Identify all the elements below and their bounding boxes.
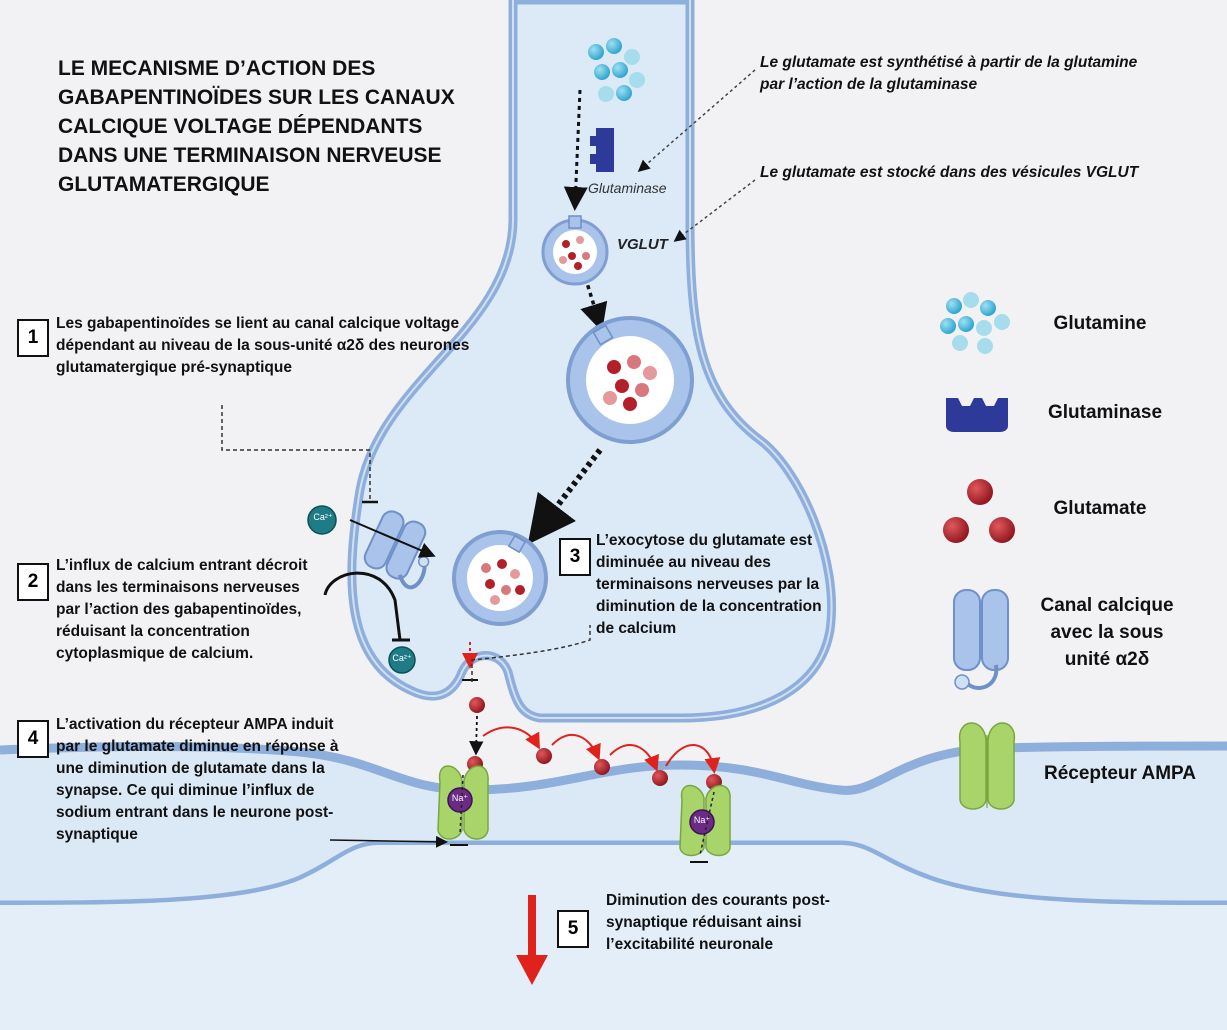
diagram-title: LE MECANISME D’ACTION DES GABAPENTINOÏDE… [58,57,455,196]
legend-label-glutaminase: Glutaminase [1047,402,1163,423]
step-1-number: 1 [17,319,49,357]
step-5-text: Diminution des courants post-synaptique … [606,892,830,953]
glutamine-icon [940,292,1010,354]
calcium-channel-icon [953,589,1009,690]
step-4-text: L’activation du récepteur AMPA induit pa… [56,716,339,843]
legend-label-calcium-channel: Canal calcique avec la sous unité α2δ [1040,595,1174,670]
glutamate-vesicle-large [566,316,694,444]
note-synthesis: Le glutamate est synthétisé à partir de … [760,54,1138,93]
step-3-text: L’exocytose du glutamate est diminuée au… [596,532,822,637]
calcium-channel [363,510,430,590]
step-2-number: 2 [17,563,49,601]
ampa-receptor-right [679,784,731,857]
step-3-number: 3 [559,538,591,576]
glutaminase-label: Glutaminase [588,180,667,196]
glutaminase-icon [946,398,1008,432]
glutaminase-enzyme [590,128,614,172]
calcium-ion-label-outside: Ca²⁺ [313,512,333,522]
legend-label-ampa: Récepteur AMPA [1043,763,1197,784]
step-1-text: Les gabapentinoïdes se lient au canal ca… [56,315,470,376]
step-4-number: 4 [17,720,49,758]
vglut-label: VGLUT [617,236,668,253]
legend-label-glutamine: Glutamine [1053,313,1147,334]
calcium-ion-inside [388,646,416,674]
glutamate-cleft [467,697,722,790]
ampa-receptor-icon [959,722,1015,810]
calcium-ion-outside [307,505,337,535]
sodium-ion-label-left: Na⁺ [451,793,469,803]
glutamate-icon [943,479,1015,543]
ampa-receptor-left [437,765,489,840]
step-2-text: L’influx de calcium entrant décroit dans… [56,557,308,662]
legend-label-glutamate: Glutamate [1053,498,1147,519]
vglut-vesicle-small [541,215,609,286]
sodium-ion-label-right: Na⁺ [693,815,711,825]
note-storage: Le glutamate est stocké dans des vésicul… [760,164,1139,181]
calcium-ion-label-inside: Ca²⁺ [392,653,412,663]
step-5-number: 5 [557,910,589,948]
decrease-arrow [516,895,548,985]
glutamate-vesicle-docking [452,530,548,626]
glutamine-cluster [588,38,645,102]
